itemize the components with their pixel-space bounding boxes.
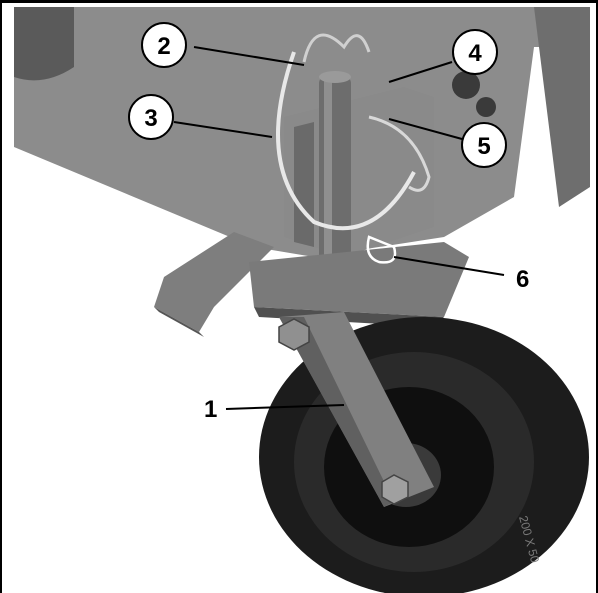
frame-side <box>534 7 590 207</box>
fork-bolt-top <box>278 318 310 351</box>
callout-4-circle <box>452 29 498 75</box>
indicator-marker <box>366 235 397 264</box>
frame-shadow-left <box>14 7 74 81</box>
callout-6-label: 6 <box>516 266 529 293</box>
lynch-pin-ring <box>302 33 371 63</box>
axle-bolt <box>381 474 409 505</box>
callout-5-leader <box>388 118 463 140</box>
safety-cable <box>276 51 416 231</box>
callout-2-circle <box>141 22 187 68</box>
pin-highlight <box>324 77 332 262</box>
frame-hole-2 <box>476 97 496 117</box>
callout-3-circle <box>128 94 174 140</box>
brake-pedal-edge <box>154 307 204 337</box>
vertical-pin <box>319 77 351 262</box>
fork-shadow <box>279 317 394 507</box>
caster-wheel-illustration: 200 X 50 2 3 4 5 <box>14 7 590 593</box>
bracket-side <box>294 122 314 247</box>
brake-pedal <box>154 232 274 332</box>
callout-6-leader <box>393 256 505 276</box>
callout-3-label: 3 <box>144 105 157 132</box>
callout-5-circle <box>461 122 507 168</box>
pin-top <box>319 71 351 83</box>
callout-4-label: 4 <box>468 40 482 67</box>
frame-hole <box>452 71 480 99</box>
callout-1-label: 1 <box>204 396 217 423</box>
photo-area: 200 X 50 2 3 4 5 <box>14 7 590 593</box>
callout-4-leader <box>388 61 453 83</box>
callout-2-leader <box>193 46 305 66</box>
spring-clip <box>368 115 431 192</box>
callout-3-leader <box>173 121 273 138</box>
callout-2-label: 2 <box>157 33 170 60</box>
callout-5-label: 5 <box>477 133 490 160</box>
callout-1-leader <box>225 404 345 410</box>
